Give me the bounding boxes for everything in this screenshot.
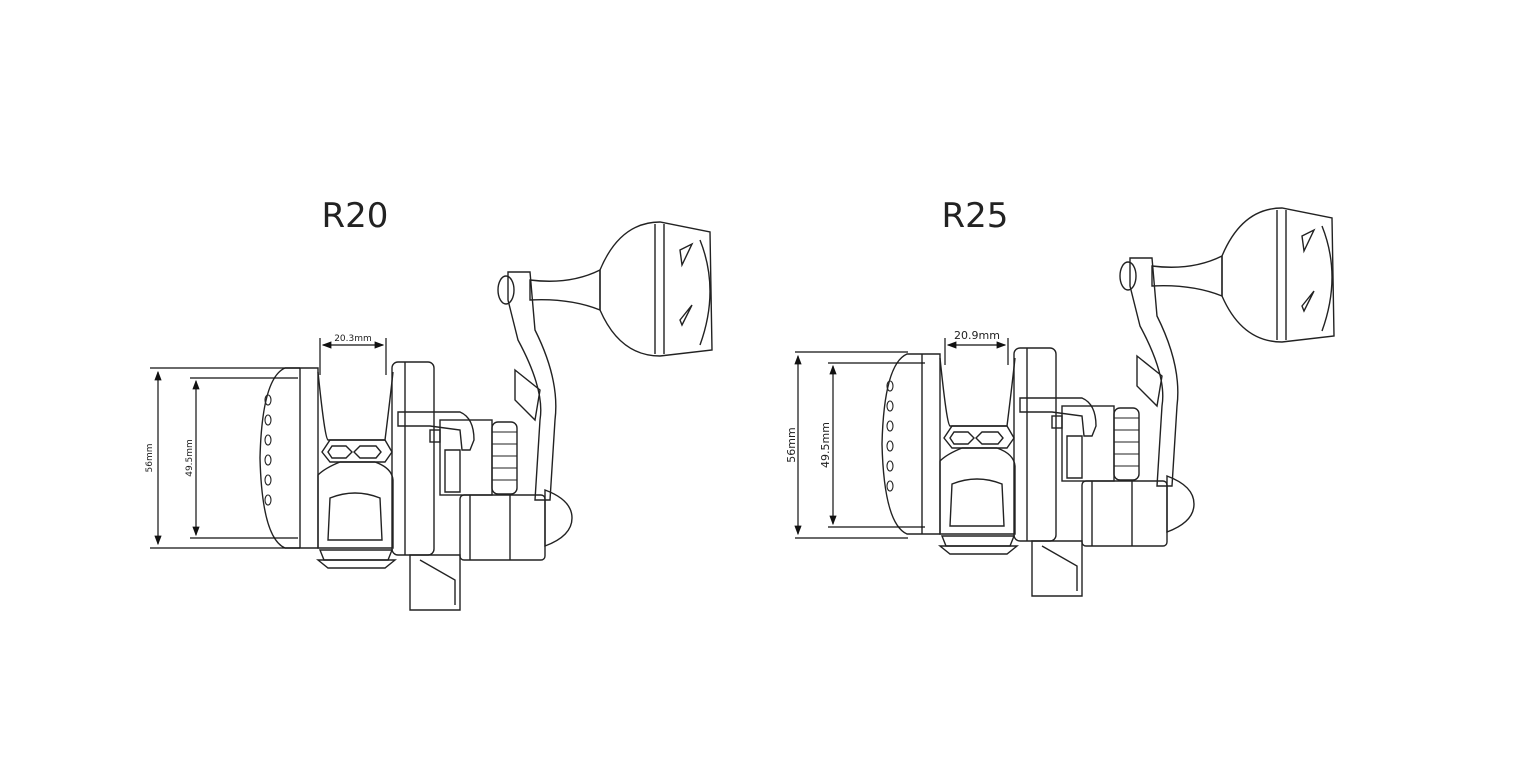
reel-drawing-r20 [259,221,713,611]
reel-drawing-r25 [881,207,1335,597]
model-title-r25: R25 [941,196,1009,236]
dimension-spool-width-r25: 20.9mm [954,329,1000,342]
dimension-outer-height-r20: 56mm [145,444,155,473]
dimension-spool-width-r20: 20.3mm [334,334,372,344]
dimension-outer-height-r25: 56mm [785,427,798,462]
dimension-lines-r20 [150,338,387,549]
dimension-inner-height-r20: 49.5mm [185,439,195,477]
dimension-inner-height-r25: 49.5mm [819,422,832,468]
model-title-r20: R20 [321,196,389,236]
dimension-lines-r25 [794,338,1009,539]
